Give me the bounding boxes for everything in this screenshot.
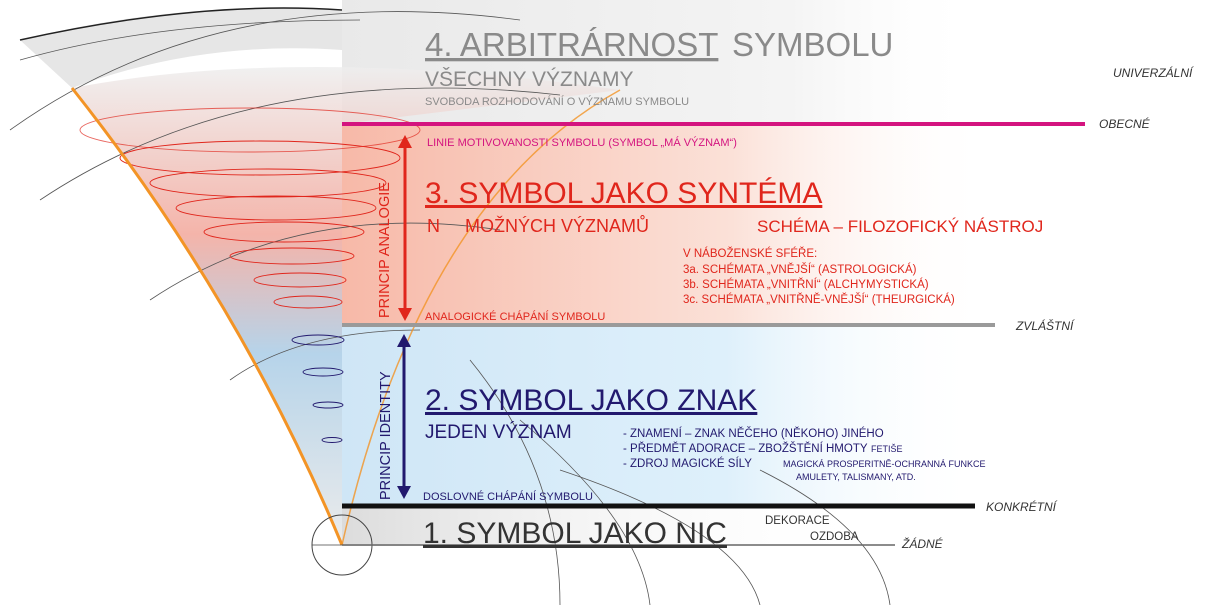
scale-none: ŽÁDNÉ — [901, 536, 944, 551]
arrow-identity — [397, 334, 411, 499]
level2-title: 2. SYMBOL JAKO ZNAK — [425, 384, 757, 417]
religious-item-3a: 3a. SCHÉMATA „VNĚJŠÍ“ (ASTROLOGICKÁ) — [683, 263, 917, 276]
band-nothing — [342, 506, 882, 546]
level2-amulets: AMULETY, TALISMANY, ATD. — [796, 472, 916, 482]
religious-heading: V NÁBOŽENSKÉ SFÉŘE: — [683, 247, 817, 260]
band-sign — [342, 326, 982, 504]
level3-n: N — [427, 216, 440, 236]
background-arcs — [9, 11, 891, 606]
level1-ornament: OZDOBA — [810, 531, 859, 543]
level2-item-magic: - ZDROJ MAGICKÉ SÍLY — [623, 457, 752, 470]
religious-item-3c: 3c. SCHÉMATA „VNITŘNĚ-VNĚJŠÍ“ (THEURGICK… — [683, 293, 955, 306]
level3-title: 3. SYMBOL JAKO SYNTÉMA — [425, 177, 822, 210]
level2-magic-function: MAGICKÁ PROSPERITNĚ-OCHRANNÁ FUNKCE — [783, 459, 986, 469]
spiral-ellipses-blue — [291, 334, 345, 443]
level1-decoration: DEKORACE — [765, 515, 830, 527]
literal-understanding: DOSLOVNÉ CHÁPÁNÍ SYMBOLU — [423, 490, 593, 503]
level3-subtitle: MOŽNÝCH VÝZNAMŮ — [465, 215, 649, 236]
principle-analogy: PRINCIP ANALOGIE — [377, 182, 393, 318]
top-arc — [19, 7, 343, 41]
level2-item-sign: - ZNAMENÍ – ZNAK NĚČEHO (NĚKOHO) JINÉHO — [623, 427, 884, 440]
level2-fetish: FETIŠE — [871, 444, 903, 454]
level4-title-number: 4. ARBITRÁRNOST — [425, 26, 718, 63]
level1-title: 1. SYMBOL JAKO NIC — [423, 517, 727, 550]
level4-title-rest: SYMBOLU — [732, 26, 893, 63]
scale-special: ZVLÁŠTNÍ — [1015, 318, 1075, 333]
level4-subtitle: VŠECHNY VÝZNAMY — [425, 68, 634, 91]
scale-concrete: KONKRÉTNÍ — [986, 499, 1058, 514]
religious-item-3b: 3b. SCHÉMATA „VNITŘNÍ“ (ALCHYMYSTICKÁ) — [683, 278, 929, 291]
band-synthema — [342, 124, 992, 324]
motivation-line-label: LINIE MOTIVOVANOSTI SYMBOLU (SYMBOL „MÁ … — [427, 136, 737, 149]
arrow-analogy — [398, 135, 412, 321]
spiral-ellipses — [79, 107, 421, 309]
level3-schema: SCHÉMA – FILOZOFICKÝ NÁSTROJ — [757, 217, 1043, 236]
level4-note: SVOBODA ROZHODOVÁNÍ O VÝZNAMU SYMBOLU — [425, 95, 689, 108]
scale-universal: UNIVERZÁLNÍ — [1113, 65, 1194, 80]
scale-general: OBECNÉ — [1099, 116, 1151, 131]
level2-subtitle: JEDEN VÝZNAM — [425, 422, 572, 443]
funnel-top — [20, 8, 342, 88]
orange-curve-left — [70, 87, 344, 546]
level2-item-adoration: - PŘEDMĚT ADORACE – ZBOŽŠTĚNÍ HMOTY — [623, 442, 868, 455]
funnel-body — [72, 66, 620, 545]
analogic-understanding: ANALOGICKÉ CHÁPÁNÍ SYMBOLU — [425, 310, 605, 323]
principle-identity: PRINCIP IDENTITY — [378, 371, 394, 500]
